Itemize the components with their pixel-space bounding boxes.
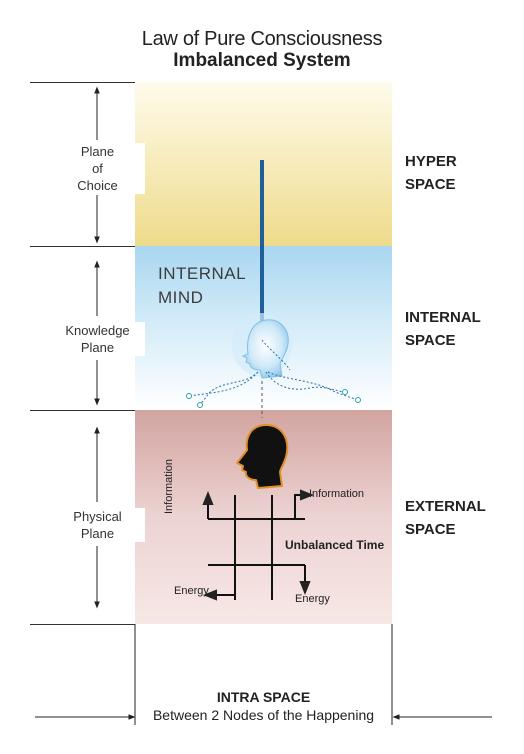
unbalanced-time-label: Unbalanced Time: [285, 538, 385, 552]
boundary-line-top: [30, 82, 135, 83]
plane-of-choice-label: Plane of Choice: [50, 143, 145, 194]
internal-space-label: INTERNAL SPACE: [405, 309, 481, 349]
intra-space-subtitle: Between 2 Nodes of the Happening: [152, 707, 375, 723]
energy-label-bottom: Energy: [295, 593, 330, 605]
intra-space-title: INTRA SPACE: [216, 689, 311, 705]
hyper-space-label: HYPER SPACE: [405, 153, 457, 193]
internal-head-icon: [232, 313, 292, 379]
information-label-top: Information: [309, 488, 365, 500]
energy-label-left: Energy: [174, 585, 209, 597]
diagram-title: Law of Pure Consciousness: [141, 28, 383, 50]
internal-mind-label: INTERNAL MIND: [158, 264, 247, 307]
boundary-line-1: [30, 246, 135, 247]
info-arrow-horizontal: [294, 489, 314, 519]
energy-arrow-left: [203, 570, 236, 601]
knowledge-plane-label: Knowledge Plane: [50, 322, 145, 356]
information-label-vertical: Information: [163, 458, 175, 514]
physical-plane-label: Physical Plane: [50, 508, 145, 542]
physical-head-icon: [236, 424, 289, 489]
neural-connections: [189, 339, 359, 406]
boundary-line-2: [30, 410, 135, 411]
neural-nodes: [186, 389, 361, 408]
boundary-line-bottom: [30, 624, 135, 625]
external-space-label: EXTERNAL SPACE: [405, 498, 486, 538]
diagram-subtitle: Imbalanced System: [173, 50, 351, 71]
